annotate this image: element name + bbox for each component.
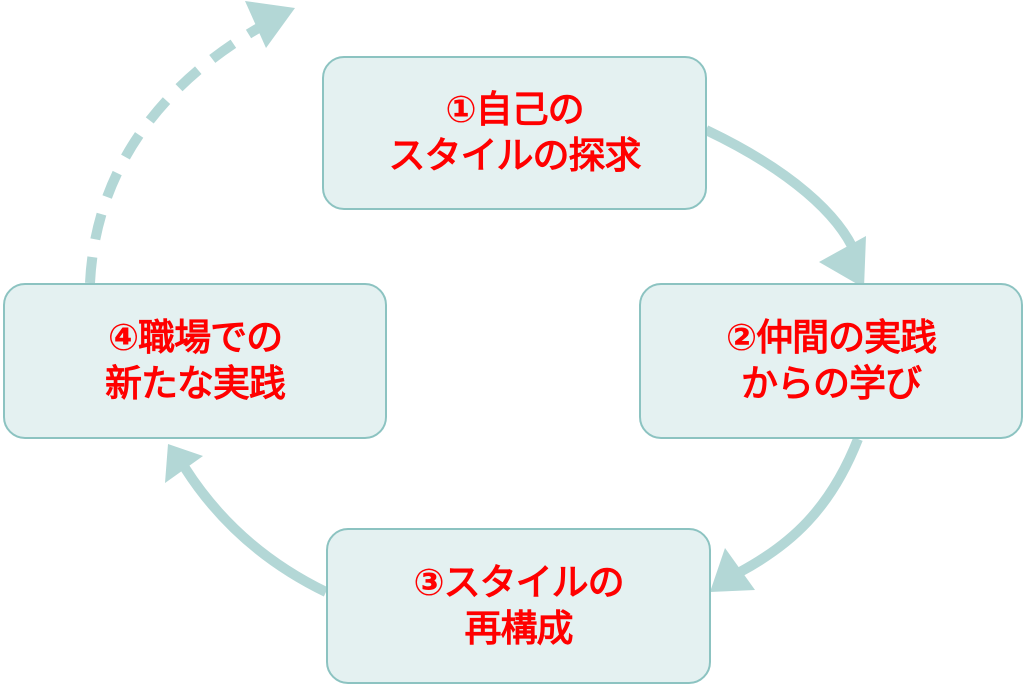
step-4-line-2: 新たな実践 xyxy=(105,362,286,405)
step-2-line-1: ②仲間の実践 xyxy=(725,316,937,359)
step-4-box: ④職場での 新たな実践 xyxy=(3,283,387,439)
step-1-box: ①自己の スタイルの探求 xyxy=(322,56,707,210)
arrowhead-4-dashed xyxy=(245,1,295,48)
step-3-line-2: 再構成 xyxy=(464,607,574,650)
step-2-box: ②仲間の実践 からの学び xyxy=(639,283,1023,439)
arrow-1-to-2 xyxy=(703,125,861,257)
step-1-line-1: ①自己の xyxy=(445,88,584,131)
arrowhead-2-to-3 xyxy=(710,548,755,592)
arrowhead-1-to-2 xyxy=(819,236,866,288)
step-3-box: ③スタイルの 再構成 xyxy=(326,528,711,684)
arrow-2-to-3 xyxy=(737,437,863,577)
step-2-line-2: からの学び xyxy=(741,362,922,405)
step-4-line-1: ④職場での xyxy=(107,316,283,359)
arrow-4-dashed xyxy=(85,21,265,284)
arrowhead-3-to-4 xyxy=(165,444,203,483)
step-1-line-2: スタイルの探求 xyxy=(388,134,642,177)
arrow-3-to-4 xyxy=(180,465,329,597)
step-3-line-1: ③スタイルの xyxy=(413,561,624,604)
